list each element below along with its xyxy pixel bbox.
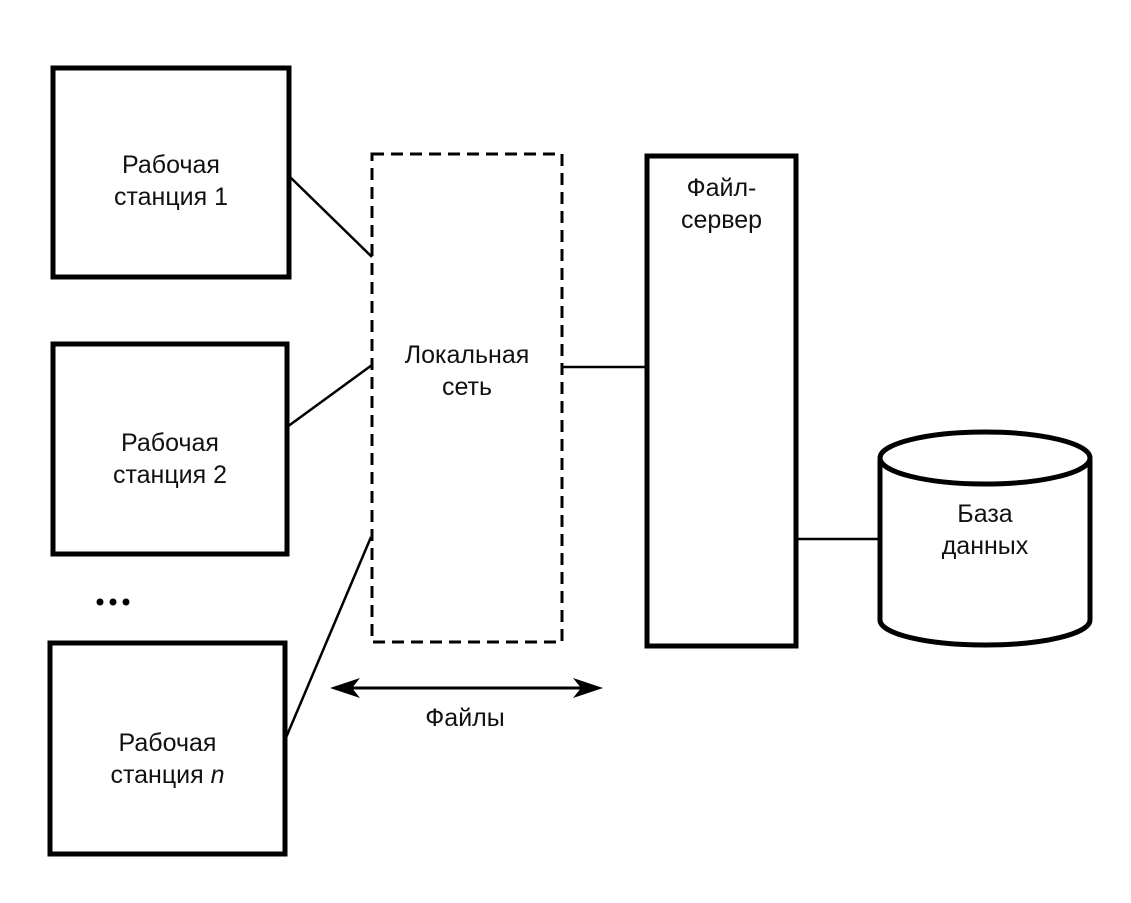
database-cylinder (877, 429, 1093, 648)
workstation-2-label: Рабочая станция 2 (112, 429, 228, 489)
local-network-box (370, 152, 564, 644)
file-server-label: Файл- сервер (680, 174, 763, 234)
workstation-n-box (47, 640, 288, 857)
files-double-arrow (330, 678, 603, 698)
database-label: База данных (941, 500, 1029, 560)
workstation-n-label: Рабочая станция n (110, 729, 225, 789)
local-network-label: Локальная сеть (404, 341, 530, 401)
workstation-1-label: Рабочая станция 1 (113, 151, 229, 211)
file-server-box (644, 153, 799, 649)
workstation-1-box (50, 65, 292, 280)
workstation-2-box (50, 341, 290, 557)
link-ws1-lan (288, 175, 373, 258)
files-arrow-label: Файлы (425, 704, 505, 732)
link-wsn-lan (283, 536, 373, 741)
ellipsis-dots (96, 598, 130, 606)
link-ws2-lan (286, 363, 373, 429)
